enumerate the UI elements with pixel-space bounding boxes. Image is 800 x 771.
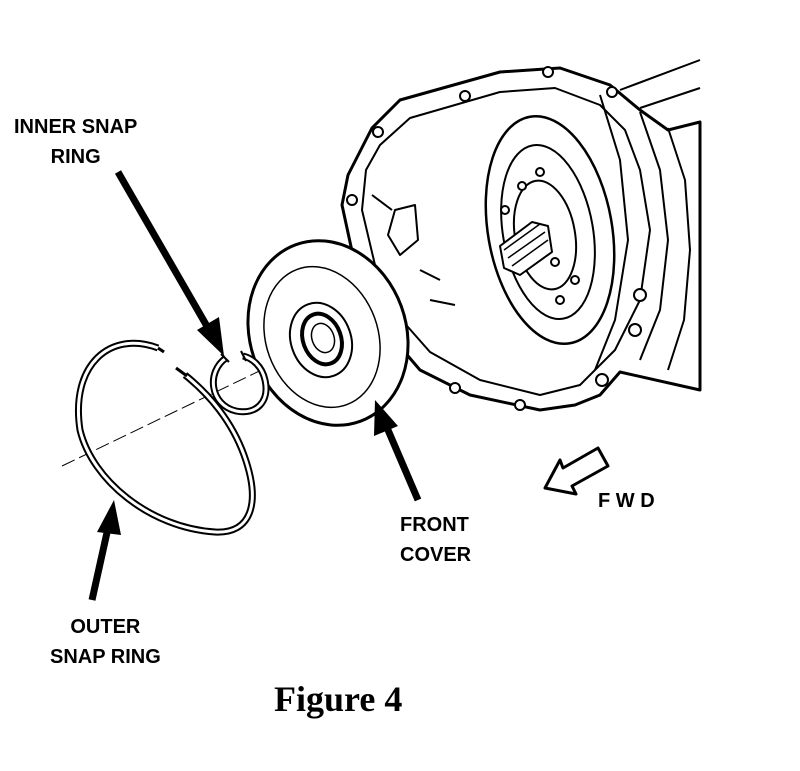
inner-snap-ring-label-line1: INNER SNAP	[14, 116, 138, 138]
front-cover-arrow	[374, 400, 422, 502]
front-cover-label-line1: FRONT	[400, 514, 469, 536]
outer-snap-ring-label: OUTER SNAP RING	[50, 612, 161, 672]
front-cover-part	[246, 239, 410, 427]
inner-snap-ring-part	[209, 350, 270, 416]
outer-snap-ring-label-line2: SNAP RING	[50, 646, 161, 668]
outer-snap-ring-part	[75, 339, 256, 536]
front-cover-label-line2: COVER	[400, 544, 472, 566]
outer-snap-ring-arrow	[88, 500, 121, 601]
inner-snap-ring-label-line2: RING	[50, 146, 101, 168]
front-cover-label: FRONT COVER	[400, 510, 471, 570]
outer-snap-ring-label-line1: OUTER	[70, 616, 141, 638]
inner-snap-ring-arrow	[114, 170, 224, 356]
inner-snap-ring-label: INNER SNAP RING	[14, 112, 137, 172]
direction-label: F W D	[598, 490, 655, 512]
figure-caption: Figure 4	[274, 679, 403, 719]
forward-direction-arrow-icon	[543, 446, 610, 496]
transmission-housing	[340, 59, 702, 412]
